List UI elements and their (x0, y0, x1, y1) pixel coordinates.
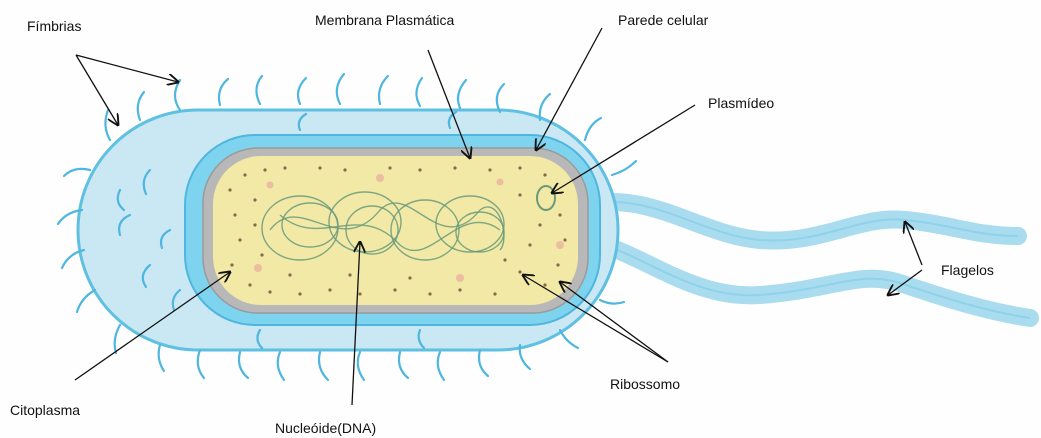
label-flagelos: Flagelos (941, 262, 994, 278)
label-nucleoide: Nucleóide(DNA) (275, 420, 376, 436)
label-parede-celular: Parede celular (618, 12, 708, 28)
flagella (585, 202, 1030, 318)
label-plasmideo: Plasmídeo (708, 95, 774, 111)
arrow-fimbrias-1 (76, 55, 178, 82)
label-citoplasma: Citoplasma (10, 402, 80, 418)
arrow-fimbrias-2 (76, 55, 118, 125)
flagellum-lower (585, 240, 1030, 318)
label-fimbrias: Fímbrias (27, 18, 81, 34)
label-ribossomo: Ribossomo (610, 376, 680, 392)
label-membrana-plasmatica: Membrana Plasmática (315, 12, 454, 28)
cytoplasm (213, 156, 578, 305)
